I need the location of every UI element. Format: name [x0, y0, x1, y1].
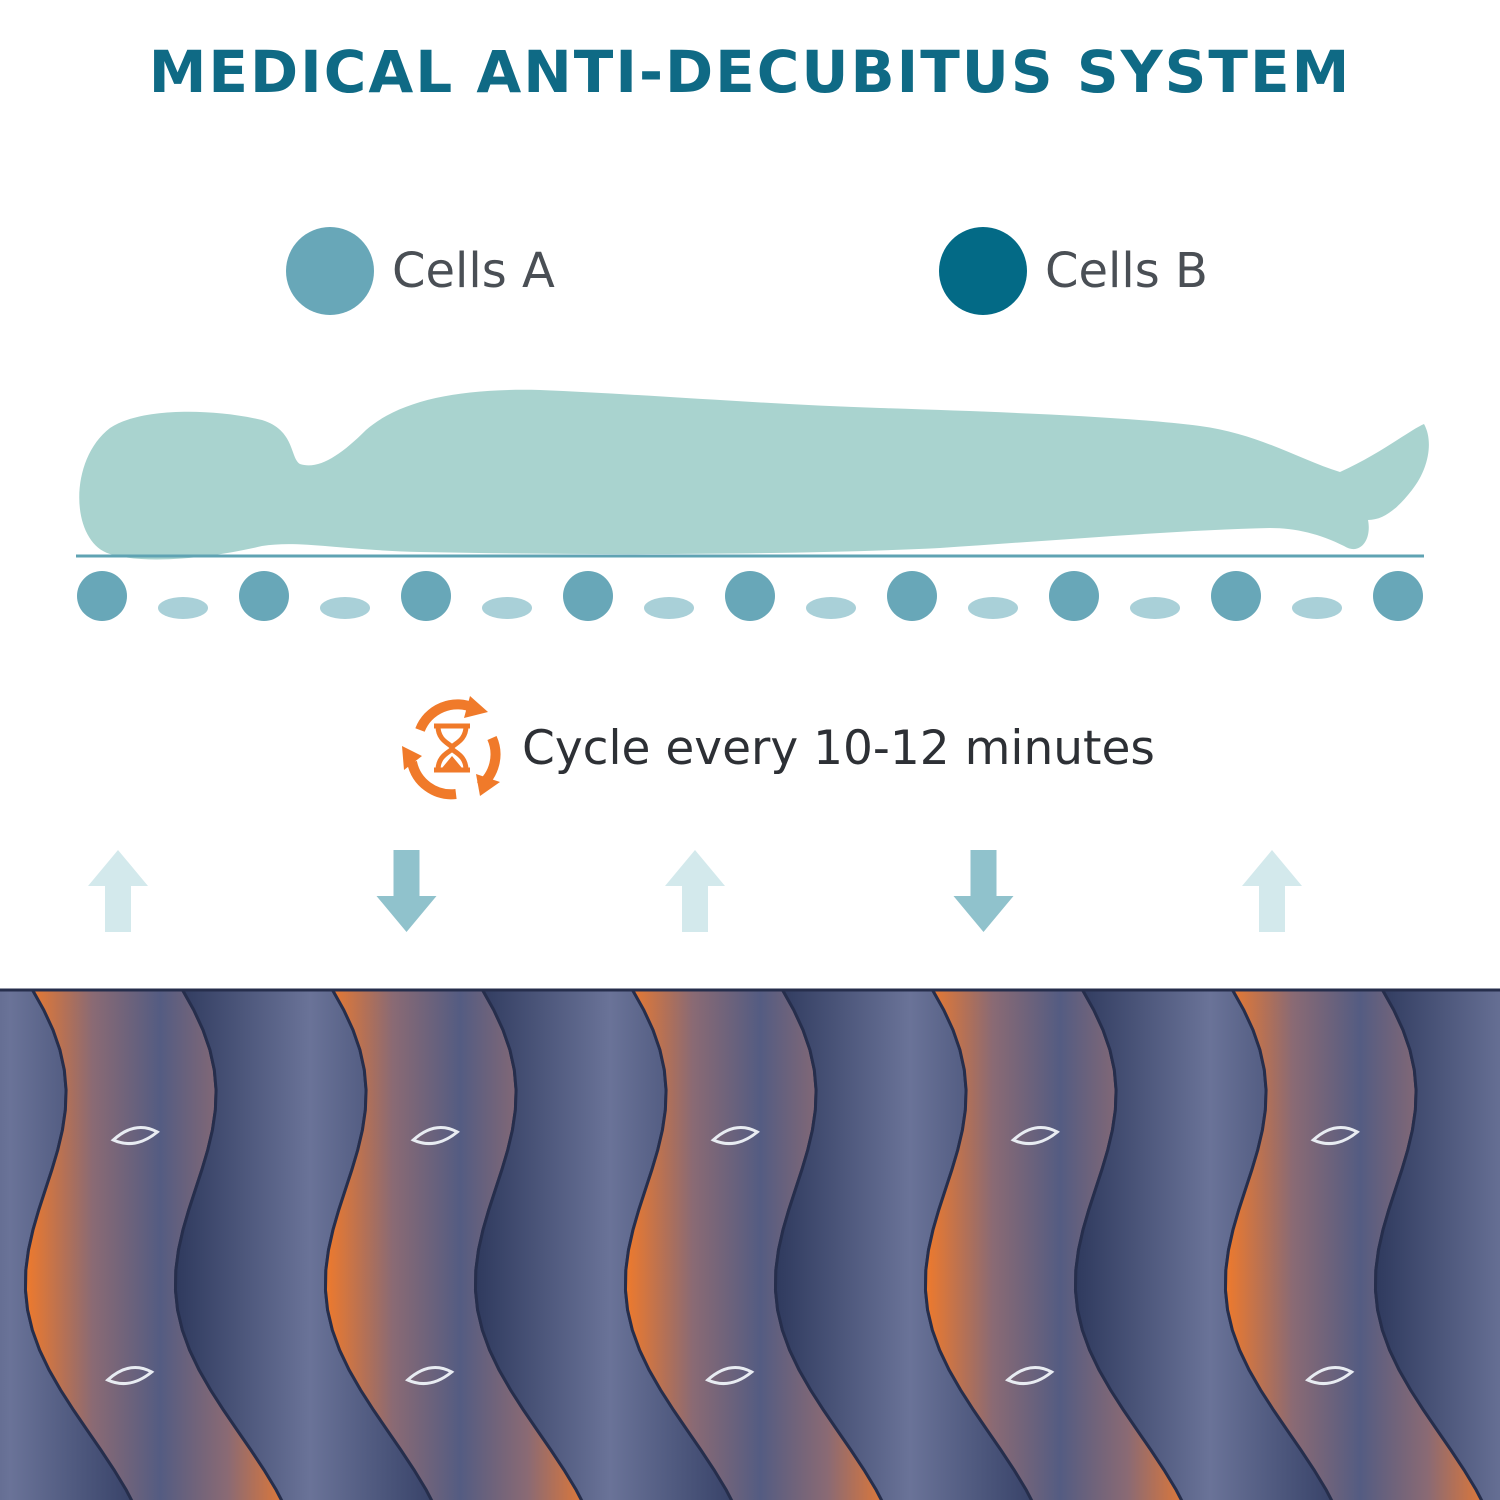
page-title: MEDICAL ANTI-DECUBITUS SYSTEM	[148, 38, 1352, 106]
valve-icon	[1310, 1126, 1360, 1146]
body-silhouette	[79, 389, 1429, 560]
mattress-tube	[1373, 988, 1500, 1500]
cells-a-swatch	[286, 227, 374, 315]
legend-cells-b: Cells B	[939, 226, 1208, 316]
deflated-cell	[320, 597, 370, 619]
valve-icon	[1004, 1366, 1055, 1386]
arrow-up-icon	[88, 850, 148, 932]
valve-icon	[104, 1366, 155, 1386]
valve-icon	[710, 1126, 760, 1146]
deflated-cell	[482, 597, 532, 619]
inflated-cell	[1049, 571, 1099, 621]
deflated-cell	[158, 597, 208, 619]
inflated-cell	[1373, 571, 1423, 621]
arrow-down-icon	[376, 850, 437, 932]
cells-b-label: Cells B	[1045, 243, 1208, 299]
pressure-arrows-row	[88, 850, 1302, 932]
legend-cells-a: Cells A	[286, 226, 555, 316]
inflated-cell	[1211, 571, 1261, 621]
valve-icon	[1304, 1366, 1355, 1386]
arrow-up-icon	[665, 850, 725, 932]
arrow-up-icon	[1242, 850, 1302, 932]
cycle-text: Cycle every 10-12 minutes	[522, 720, 1155, 776]
inflated-cell	[563, 571, 613, 621]
deflated-cell	[644, 597, 694, 619]
valve-icon	[704, 1366, 755, 1386]
inflated-cell	[239, 571, 289, 621]
arrow-down-icon	[953, 850, 1014, 932]
deflated-cell	[968, 597, 1018, 619]
mattress-tubes	[0, 988, 1500, 1500]
inflated-cell	[887, 571, 937, 621]
air-cells-row	[77, 571, 1423, 621]
hourglass-cycle-icon	[402, 696, 501, 800]
body-on-cells-illustration	[76, 389, 1429, 621]
inflated-cell	[77, 571, 127, 621]
valve-icon	[404, 1366, 455, 1386]
valve-icon	[110, 1126, 160, 1146]
cycle-indicator: Cycle every 10-12 minutes	[396, 690, 1155, 806]
cells-b-swatch	[939, 227, 1027, 315]
deflated-cell	[1130, 597, 1180, 619]
cells-a-label: Cells A	[392, 243, 555, 299]
valve-icon	[1010, 1126, 1060, 1146]
deflated-cell	[806, 597, 856, 619]
inflated-cell	[725, 571, 775, 621]
valve-icon	[410, 1126, 460, 1146]
deflated-cell	[1292, 597, 1342, 619]
mattress-photo	[0, 960, 1500, 1500]
inflated-cell	[401, 571, 451, 621]
